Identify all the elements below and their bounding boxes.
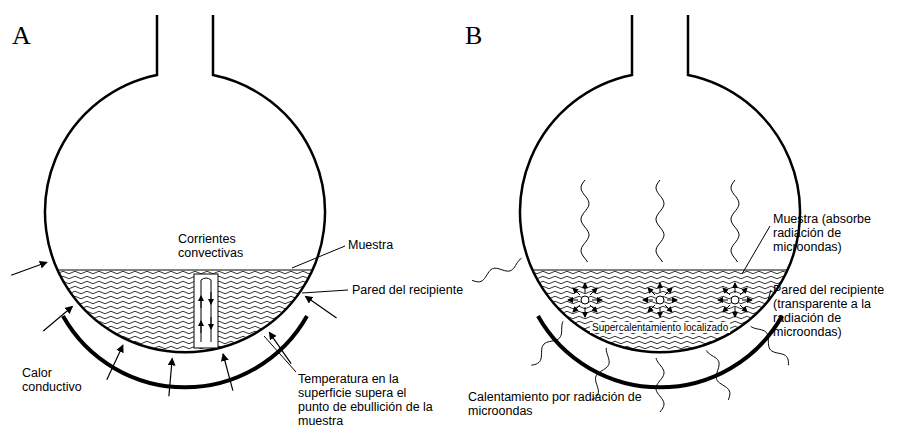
flask-label: Supercalentamiento localizado xyxy=(590,322,730,333)
burst-arrow xyxy=(568,300,578,301)
flask-label: Pared del recipiente (transparente a la … xyxy=(773,283,893,339)
burst-arrow xyxy=(718,300,728,301)
burst xyxy=(656,296,664,304)
arrow xyxy=(211,292,212,304)
arrow xyxy=(211,317,212,329)
flask-label: Muestra xyxy=(348,238,428,252)
burst-arrow xyxy=(723,288,730,295)
flask-label: Pared del recipiente xyxy=(352,283,487,297)
burst-arrow xyxy=(585,307,586,317)
burst-arrow xyxy=(660,283,661,293)
microwave xyxy=(656,358,664,412)
flask-label: Calor conductivo xyxy=(22,366,94,394)
flask-label: Calentamiento por radiación de microonda… xyxy=(468,390,643,418)
microwave xyxy=(531,321,563,365)
burst-arrow xyxy=(735,283,736,293)
burst-arrow xyxy=(573,288,580,295)
heat-arrow xyxy=(223,354,233,391)
burst-arrow xyxy=(665,305,672,312)
microwave xyxy=(731,180,739,262)
burst-arrow xyxy=(735,307,736,317)
burst-arrow xyxy=(648,305,655,312)
flask-b xyxy=(472,15,815,412)
heat-arrow xyxy=(43,306,72,330)
burst xyxy=(731,296,739,304)
heat-arrow xyxy=(11,262,47,275)
flask-a xyxy=(11,15,348,396)
arrow xyxy=(201,321,202,333)
heat-arrow xyxy=(169,358,172,396)
burst-arrow xyxy=(592,300,602,301)
heat-arrow xyxy=(269,332,291,363)
microwave xyxy=(656,180,664,262)
microwave xyxy=(472,258,521,282)
panel-letter: A xyxy=(12,22,52,50)
burst-arrow xyxy=(740,305,747,312)
flask-label: Temperatura en la superficie supera el p… xyxy=(298,372,433,428)
burst xyxy=(581,296,589,304)
burst-arrow xyxy=(667,300,677,301)
heat-arrow xyxy=(107,345,123,379)
burst-arrow xyxy=(573,305,580,312)
burst-arrow xyxy=(740,288,747,295)
burst-arrow xyxy=(723,305,730,312)
burst-arrow xyxy=(665,288,672,295)
convection-arrows xyxy=(201,292,211,333)
heat-arrow xyxy=(305,296,336,318)
burst-arrow xyxy=(660,307,661,317)
burst-arrow xyxy=(585,283,586,293)
burst-arrow xyxy=(742,300,752,301)
burst-arrow xyxy=(590,288,597,295)
flask-label: Muestra (absorbe radiación de microondas… xyxy=(773,212,893,254)
microwave xyxy=(706,351,730,400)
burst-arrow xyxy=(648,288,655,295)
flask-label: Corrientes convectivas xyxy=(178,232,288,260)
panel-letter: B xyxy=(465,22,505,50)
burst-arrow xyxy=(643,300,653,301)
arrow xyxy=(201,296,202,308)
burst-arrow xyxy=(590,305,597,312)
microwave xyxy=(581,180,589,262)
